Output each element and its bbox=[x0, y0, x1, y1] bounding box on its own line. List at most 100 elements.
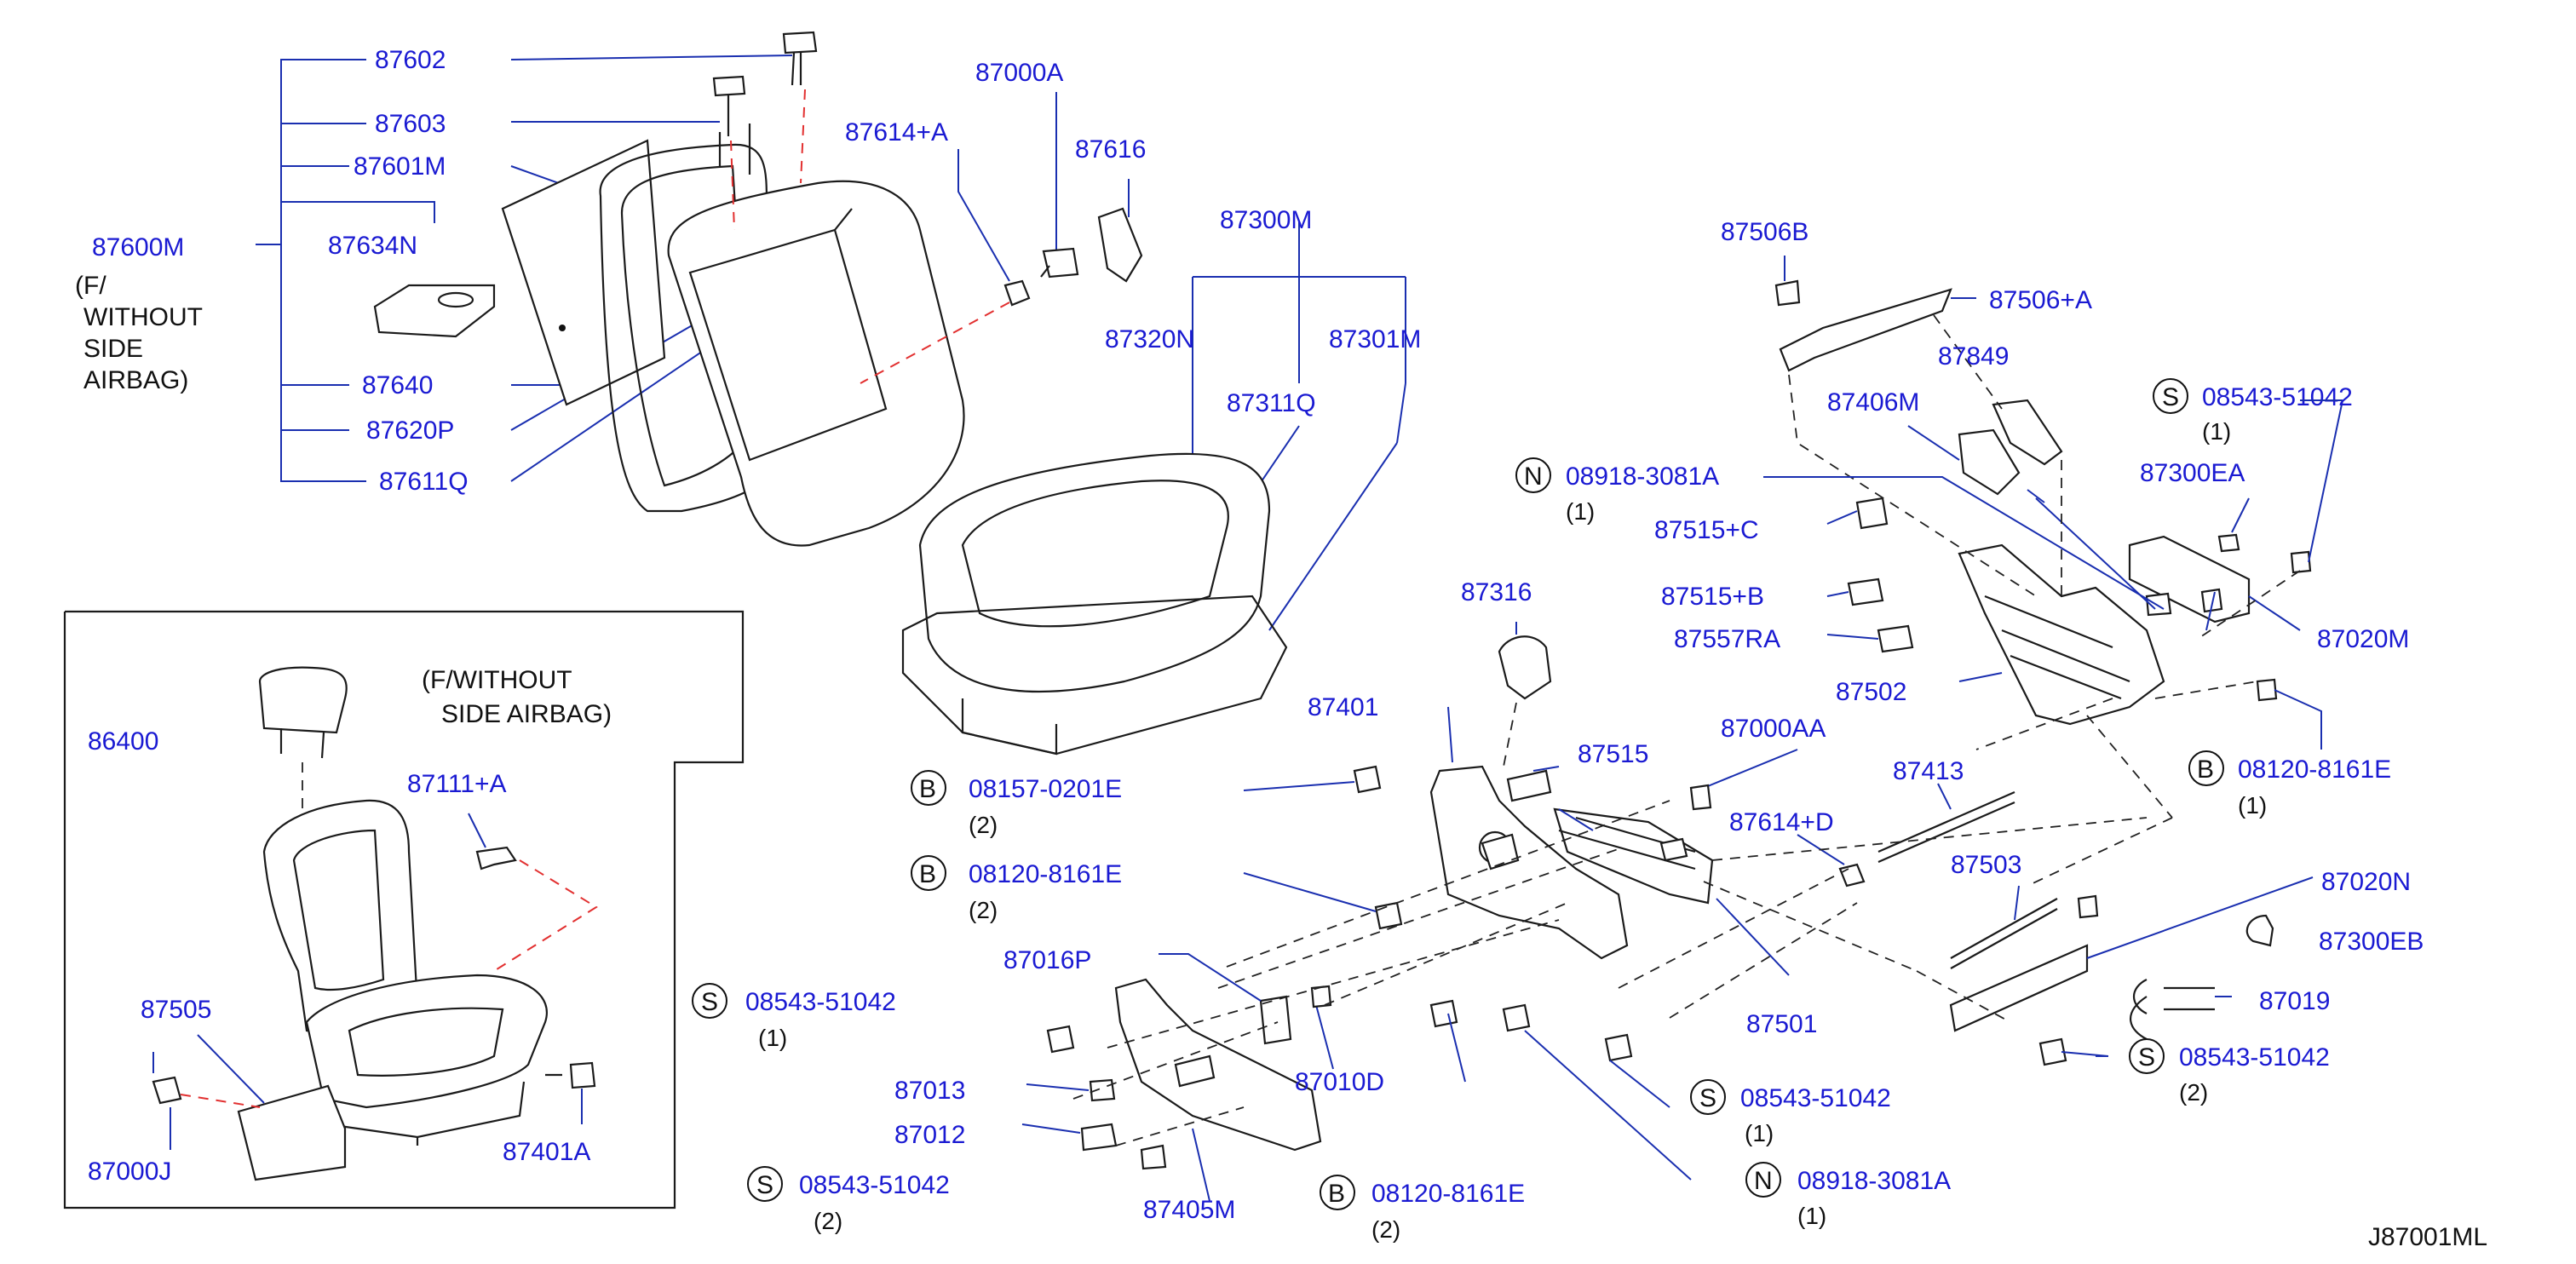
fastener-prefix: S bbox=[2162, 383, 2179, 411]
label-87616: 87616 bbox=[1075, 135, 1146, 164]
bolt-87000A-illustration bbox=[1040, 92, 1079, 279]
label-86400: 86400 bbox=[88, 727, 158, 756]
fastener-prefix: B bbox=[1328, 1180, 1345, 1208]
prefix-badge-s bbox=[2129, 1038, 2165, 1074]
fastener-number: 08543-51042 bbox=[1740, 1084, 1891, 1112]
label-87019: 87019 bbox=[2259, 987, 2330, 1015]
prefix-badge-s bbox=[2153, 378, 2188, 414]
fastener-qty: (1) bbox=[1797, 1203, 1826, 1229]
diagram-id: J87001ML bbox=[2368, 1223, 2487, 1251]
prefix-badge-s bbox=[747, 1166, 783, 1202]
label-87012: 87012 bbox=[894, 1121, 965, 1149]
seatback-frame-illustration bbox=[501, 124, 965, 547]
fastener-qty: (2) bbox=[969, 897, 998, 923]
prefix-badge-b bbox=[2188, 750, 2224, 786]
label-87020M: 87020M bbox=[2317, 625, 2409, 653]
fastener-number: 08120-8161E bbox=[969, 860, 1122, 888]
label-87602: 87602 bbox=[375, 46, 446, 74]
label-87000AA: 87000AA bbox=[1721, 715, 1826, 743]
label-87620P: 87620P bbox=[366, 417, 454, 445]
clip-87603-illustration bbox=[712, 75, 746, 231]
label-87300EA: 87300EA bbox=[2140, 459, 2245, 487]
fastener-prefix: S bbox=[701, 988, 718, 1016]
cover-87634N-illustration bbox=[373, 284, 496, 338]
fastener-prefix: B bbox=[919, 775, 936, 803]
label-87013: 87013 bbox=[894, 1077, 965, 1105]
prefix-badge-b bbox=[911, 770, 946, 806]
inset-frame bbox=[63, 610, 745, 1209]
fastener-qty: (1) bbox=[2238, 792, 2267, 819]
fastener-prefix: S bbox=[2138, 1043, 2155, 1072]
label-87849: 87849 bbox=[1938, 342, 2009, 371]
fastener-prefix: S bbox=[756, 1171, 773, 1199]
prefix-badge-s bbox=[1690, 1079, 1726, 1115]
label-87320N: 87320N bbox=[1105, 325, 1194, 353]
inset-note-line-1: (F/WITHOUT bbox=[422, 666, 572, 694]
label-87603: 87603 bbox=[375, 110, 446, 138]
seat-track-illustration bbox=[1021, 622, 2314, 1202]
fastener-qty: (1) bbox=[1745, 1120, 1774, 1146]
fastener-number: 08543-51042 bbox=[799, 1171, 950, 1199]
label-87505: 87505 bbox=[141, 996, 211, 1024]
fastener-number: 08120-8161E bbox=[1371, 1180, 1525, 1208]
label-87300M: 87300M bbox=[1220, 206, 1312, 234]
label-87010D: 87010D bbox=[1295, 1068, 1384, 1096]
clip-87602-illustration bbox=[782, 31, 818, 184]
main-note-line-1: (F/ bbox=[75, 272, 106, 300]
fastener-qty: (1) bbox=[758, 1025, 787, 1051]
fastener-number: 08157-0201E bbox=[969, 775, 1122, 803]
fastener-number: 08543-51042 bbox=[2179, 1043, 2330, 1072]
label-87405M: 87405M bbox=[1143, 1196, 1235, 1224]
label-87502: 87502 bbox=[1836, 678, 1906, 706]
fastener-prefix: N bbox=[1754, 1167, 1773, 1195]
inset-note-line-2: SIDE AIRBAG) bbox=[441, 700, 612, 728]
prefix-badge-b bbox=[1320, 1175, 1355, 1210]
fastener-qty: (1) bbox=[1566, 498, 1595, 525]
label-87601M: 87601M bbox=[354, 152, 446, 181]
fastener-prefix: N bbox=[1524, 463, 1543, 491]
fastener-qty: (2) bbox=[1371, 1216, 1400, 1243]
label-87614A: 87614+A bbox=[845, 118, 948, 147]
label-87413: 87413 bbox=[1893, 757, 1964, 785]
fastener-prefix: B bbox=[919, 860, 936, 888]
label-87301M: 87301M bbox=[1329, 325, 1421, 353]
prefix-badge-n bbox=[1745, 1162, 1781, 1198]
label-87515C: 87515+C bbox=[1654, 516, 1759, 544]
clip-87616-illustration bbox=[1097, 179, 1143, 283]
label-87634N: 87634N bbox=[328, 232, 417, 260]
fastener-qty: (1) bbox=[2202, 418, 2231, 445]
fastener-number: 08543-51042 bbox=[745, 988, 896, 1016]
prefix-badge-n bbox=[1515, 457, 1551, 493]
label-87515: 87515 bbox=[1578, 740, 1648, 768]
label-87111A: 87111+A bbox=[407, 770, 507, 798]
fastener-number: 08543-51042 bbox=[2202, 383, 2353, 411]
label-87316: 87316 bbox=[1461, 578, 1532, 606]
main-note-line-3: SIDE bbox=[83, 335, 143, 363]
label-87016P: 87016P bbox=[1003, 946, 1091, 974]
seat-cushion-illustration bbox=[901, 452, 1288, 756]
label-87600M: 87600M bbox=[92, 233, 184, 261]
label-87640: 87640 bbox=[362, 371, 433, 399]
label-87611Q: 87611Q bbox=[379, 468, 469, 496]
label-87020N: 87020N bbox=[2321, 868, 2411, 896]
fastener-qty: (2) bbox=[969, 812, 998, 838]
nut-87614A-illustration bbox=[860, 149, 1031, 384]
label-87401: 87401 bbox=[1308, 693, 1378, 721]
label-87311Q: 87311Q bbox=[1227, 389, 1316, 417]
main-note-line-4: AIRBAG) bbox=[83, 366, 188, 394]
label-87501: 87501 bbox=[1746, 1010, 1817, 1038]
fastener-number: 08918-3081A bbox=[1797, 1167, 1951, 1195]
label-87506B: 87506B bbox=[1721, 218, 1808, 246]
main-note-line-2: WITHOUT bbox=[83, 303, 203, 331]
label-87406M: 87406M bbox=[1827, 388, 1919, 417]
label-87000J: 87000J bbox=[88, 1158, 171, 1186]
label-87515B: 87515+B bbox=[1661, 583, 1764, 611]
fastener-prefix: S bbox=[1699, 1084, 1716, 1112]
fastener-qty: (2) bbox=[2179, 1079, 2208, 1106]
prefix-badge-b bbox=[911, 855, 946, 891]
label-87506A: 87506+A bbox=[1989, 286, 2092, 314]
fastener-prefix: B bbox=[2197, 756, 2214, 784]
part-labels: 87602 87603 87601M 87634N 87640 87620P 8… bbox=[75, 46, 2487, 1251]
label-87401A: 87401A bbox=[503, 1138, 590, 1166]
